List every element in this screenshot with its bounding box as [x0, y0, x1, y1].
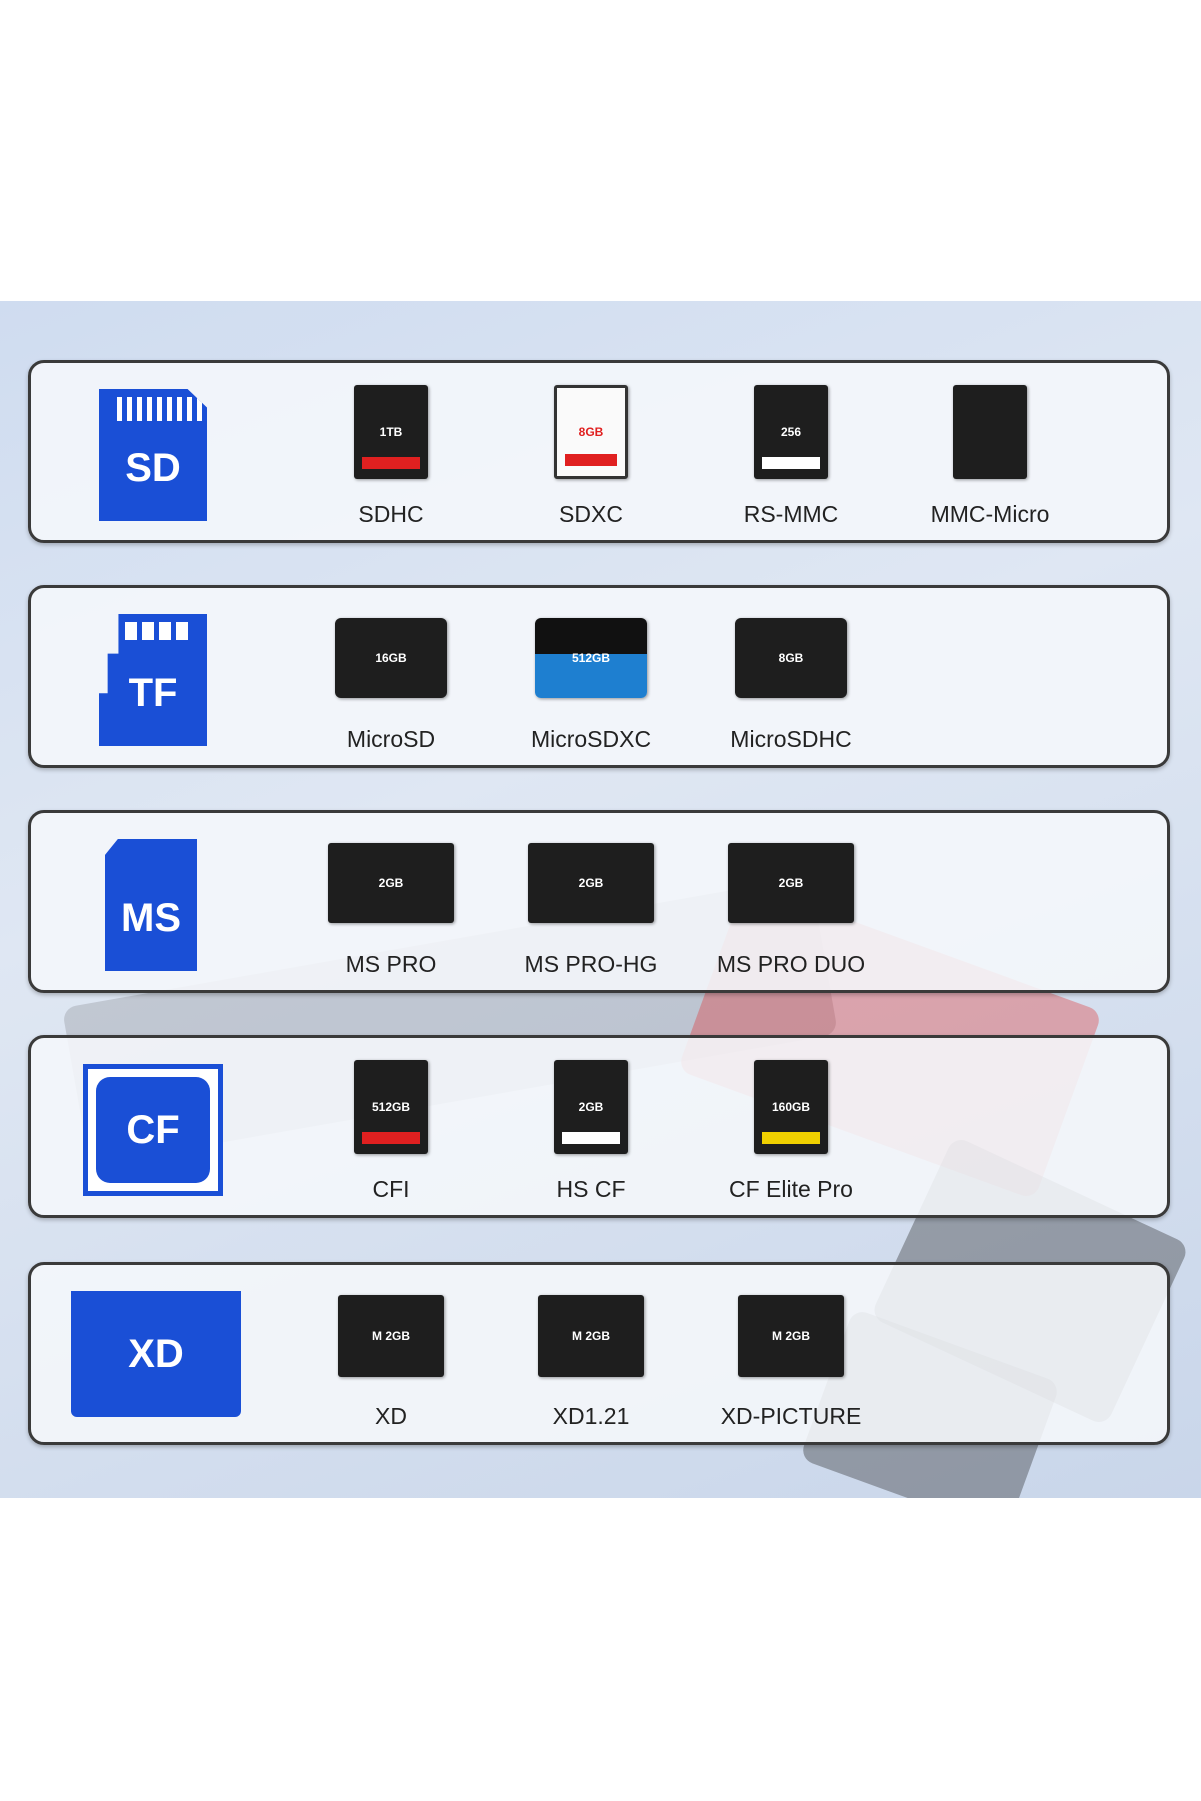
card-label: MicroSDXC	[530, 726, 652, 752]
card-capacity: M 2GB	[771, 1329, 810, 1343]
card-label: CF Elite Pro	[729, 1176, 853, 1202]
card-label: SDHC	[358, 501, 424, 527]
card-capacity: M 2GB	[571, 1329, 610, 1343]
card-type-row-sd: SD 1TB SDHC 8GB SDXC 256 RS-MMC MMC-Micr…	[28, 360, 1170, 543]
card-label: MS PRO	[345, 951, 437, 977]
card-capacity: 2GB	[578, 1100, 604, 1114]
card-label: HS CF	[556, 1176, 626, 1202]
type-label: CF	[96, 1077, 210, 1183]
card-stripe	[562, 1132, 620, 1144]
card-label: SDXC	[559, 501, 623, 527]
card-label: MicroSDHC	[730, 726, 852, 752]
card-capacity: 160GB	[771, 1100, 811, 1114]
card-capacity: 512GB	[571, 651, 611, 665]
memory-card-image: 512GB	[535, 618, 647, 698]
card-label: XD	[375, 1403, 407, 1429]
type-label: TF	[128, 671, 178, 715]
card-type-row-tf: TF 16GB MicroSD 512GB MicroSDXC 8GB Micr…	[28, 585, 1170, 768]
card-stripe	[565, 454, 617, 466]
card-capacity: 2GB	[778, 876, 804, 890]
memory-card-image: 2GB	[528, 843, 654, 923]
card-label: MS PRO DUO	[716, 951, 866, 977]
memory-card-image: M 2GB	[338, 1295, 444, 1377]
card-capacity: 1TB	[379, 425, 403, 439]
memory-card-image: 8GB	[735, 618, 847, 698]
card-capacity: 8GB	[578, 425, 604, 439]
card-capacity: M 2GB	[371, 1329, 410, 1343]
card-label: RS-MMC	[743, 501, 839, 527]
card-label: XD1.21	[552, 1403, 630, 1429]
type-label: SD	[125, 446, 181, 490]
card-type-row-xd: XD M 2GB XD M 2GB XD1.21 M 2GB XD-PICTUR…	[28, 1262, 1170, 1445]
sd-card-icon: SD	[99, 389, 207, 521]
card-label: XD-PICTURE	[720, 1403, 862, 1429]
card-type-row-ms: MS 2GB MS PRO 2GB MS PRO-HG 2GB MS PRO D…	[28, 810, 1170, 993]
memory-card-image: 2GB	[728, 843, 854, 923]
card-type-row-cf: CF 512GB CFI 2GB HS CF 160GB CF Elite Pr…	[28, 1035, 1170, 1218]
ms-card-icon: MS	[105, 839, 197, 971]
memory-card-image	[953, 385, 1027, 479]
memory-card-image: 512GB	[354, 1060, 428, 1154]
type-label: MS	[121, 896, 181, 940]
tf-card-icon: TF	[99, 614, 207, 746]
memory-card-image: M 2GB	[738, 1295, 844, 1377]
card-stripe	[362, 1132, 420, 1144]
card-capacity: 16GB	[375, 651, 407, 665]
card-capacity: 8GB	[778, 651, 804, 665]
card-capacity: 2GB	[578, 876, 604, 890]
card-label: CFI	[372, 1176, 410, 1202]
card-capacity: 512GB	[371, 1100, 411, 1114]
card-stripe	[762, 1132, 820, 1144]
memory-card-image: 256	[754, 385, 828, 479]
card-stripe	[762, 457, 820, 469]
card-stripe	[362, 457, 420, 469]
memory-card-image: 8GB	[554, 385, 628, 479]
memory-card-image: M 2GB	[538, 1295, 644, 1377]
card-label: MMC-Micro	[930, 501, 1050, 527]
memory-card-image: 2GB	[328, 843, 454, 923]
memory-card-image: 16GB	[335, 618, 447, 698]
xd-card-icon: XD	[71, 1291, 241, 1417]
memory-card-image: 1TB	[354, 385, 428, 479]
type-label: XD	[128, 1331, 184, 1376]
memory-card-image: 160GB	[754, 1060, 828, 1154]
card-capacity: 2GB	[378, 876, 404, 890]
card-label: MicroSD	[346, 726, 436, 752]
card-capacity: 256	[780, 425, 802, 439]
card-label: MS PRO-HG	[524, 951, 658, 977]
cf-card-icon: CF	[83, 1064, 223, 1196]
memory-card-image: 2GB	[554, 1060, 628, 1154]
